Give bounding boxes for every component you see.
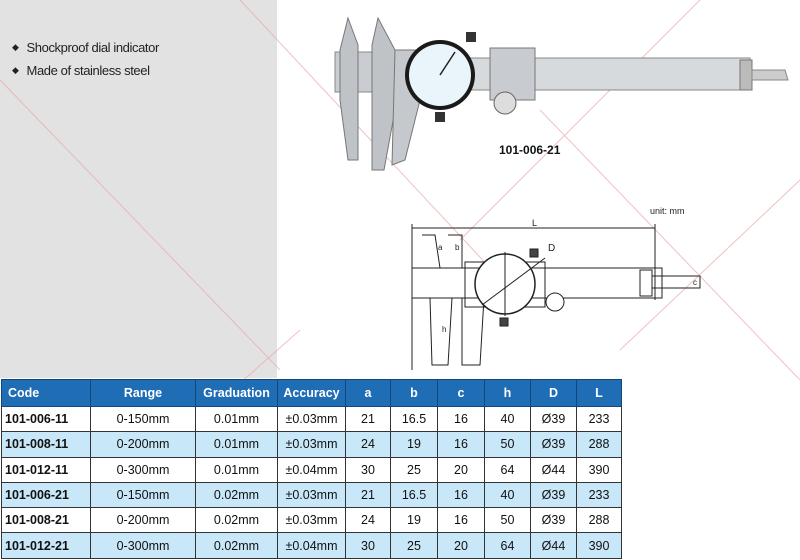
table-cell: 0.01mm	[195, 456, 278, 483]
table-cell: 0-300mm	[90, 456, 196, 483]
table-cell: 101-006-21	[1, 481, 91, 509]
table-cell: Ø44	[530, 532, 577, 559]
caliper-photo	[334, 16, 789, 171]
feature-text: Made of stainless steel	[26, 63, 150, 78]
table-cell: 101-012-21	[1, 532, 91, 559]
feature-text: Shockproof dial indicator	[26, 40, 160, 55]
table-cell: 0.02mm	[195, 532, 278, 559]
table-cell: 0-200mm	[90, 507, 196, 534]
diagram-label-l: L	[532, 218, 537, 228]
table-cell: 40	[484, 481, 531, 509]
table-cell: 21	[345, 481, 391, 509]
table-cell: 16	[437, 507, 485, 534]
table-cell: Ø44	[530, 456, 577, 483]
table-cell: 64	[484, 456, 531, 483]
table-cell: Ø39	[530, 405, 577, 433]
diamond-bullet-icon: ◆	[12, 42, 19, 52]
table-cell: 288	[576, 431, 622, 458]
diamond-bullet-icon: ◆	[12, 65, 19, 75]
table-cell: 30	[345, 532, 391, 559]
table-cell: 16.5	[390, 481, 438, 509]
diagram-label-a: a	[438, 243, 443, 252]
table-cell: 0.02mm	[195, 507, 278, 534]
table-cell: 40	[484, 405, 531, 433]
table-cell: 288	[576, 507, 622, 534]
table-cell: 101-008-21	[1, 507, 91, 534]
table-cell: 19	[390, 507, 438, 534]
table-cell: 50	[484, 431, 531, 458]
table-cell: 24	[345, 431, 391, 458]
table-cell: ±0.03mm	[277, 481, 346, 509]
table-cell: 0-150mm	[90, 405, 196, 433]
column-header: Accuracy	[277, 379, 346, 407]
table-cell: 101-012-11	[1, 456, 91, 483]
column-header: Graduation	[195, 379, 278, 407]
table-cell: 233	[576, 405, 622, 433]
table-cell: 20	[437, 532, 485, 559]
column-header: Range	[90, 379, 196, 407]
table-cell: 0-300mm	[90, 532, 196, 559]
table-cell: 101-008-11	[1, 431, 91, 458]
table-cell: 390	[576, 456, 622, 483]
diagram-label-b: b	[455, 243, 460, 252]
table-cell: 233	[576, 481, 622, 509]
table-cell: ±0.04mm	[277, 532, 346, 559]
diagram-label-d: D	[548, 243, 555, 254]
table-cell: 16	[437, 481, 485, 509]
table-cell: ±0.03mm	[277, 431, 346, 458]
diagram-label-c: c	[693, 278, 697, 287]
column-header: b	[390, 379, 438, 407]
table-cell: ±0.04mm	[277, 456, 346, 483]
table-cell: 25	[390, 532, 438, 559]
table-cell: 25	[390, 456, 438, 483]
diagram-label-h: h	[442, 325, 446, 334]
feature-panel	[0, 0, 277, 378]
column-header: D	[530, 379, 577, 407]
table-cell: 101-006-11	[1, 405, 91, 433]
column-header: h	[484, 379, 531, 407]
table-cell: 19	[390, 431, 438, 458]
model-label: 101-006-21	[499, 143, 561, 157]
caliper-illustrations: D L a b c h	[0, 0, 800, 380]
table-cell: 64	[484, 532, 531, 559]
table-cell: 0.02mm	[195, 481, 278, 509]
table-cell: 16	[437, 431, 485, 458]
table-cell: 50	[484, 507, 531, 534]
column-header: c	[437, 379, 485, 407]
column-header: Code	[1, 379, 91, 407]
table-cell: 0-150mm	[90, 481, 196, 509]
feature-item: ◆ Shockproof dial indicator	[12, 36, 159, 59]
table-cell: Ø39	[530, 431, 577, 458]
table-cell: 390	[576, 532, 622, 559]
table-cell: 24	[345, 507, 391, 534]
table-cell: Ø39	[530, 507, 577, 534]
table-cell: 0.01mm	[195, 405, 278, 433]
feature-item: ◆ Made of stainless steel	[12, 59, 159, 82]
caliper-diagram	[411, 224, 701, 370]
feature-list: ◆ Shockproof dial indicator ◆ Made of stai…	[12, 36, 159, 82]
table-cell: 16	[437, 405, 485, 433]
unit-label: unit: mm	[650, 206, 685, 216]
column-header: L	[576, 379, 622, 407]
table-cell: 30	[345, 456, 391, 483]
table-cell: 20	[437, 456, 485, 483]
table-cell: 16.5	[390, 405, 438, 433]
table-cell: 0-200mm	[90, 431, 196, 458]
table-cell: 0.01mm	[195, 431, 278, 458]
table-cell: 21	[345, 405, 391, 433]
column-header: a	[345, 379, 391, 407]
table-cell: ±0.03mm	[277, 507, 346, 534]
table-cell: ±0.03mm	[277, 405, 346, 433]
table-cell: Ø39	[530, 481, 577, 509]
